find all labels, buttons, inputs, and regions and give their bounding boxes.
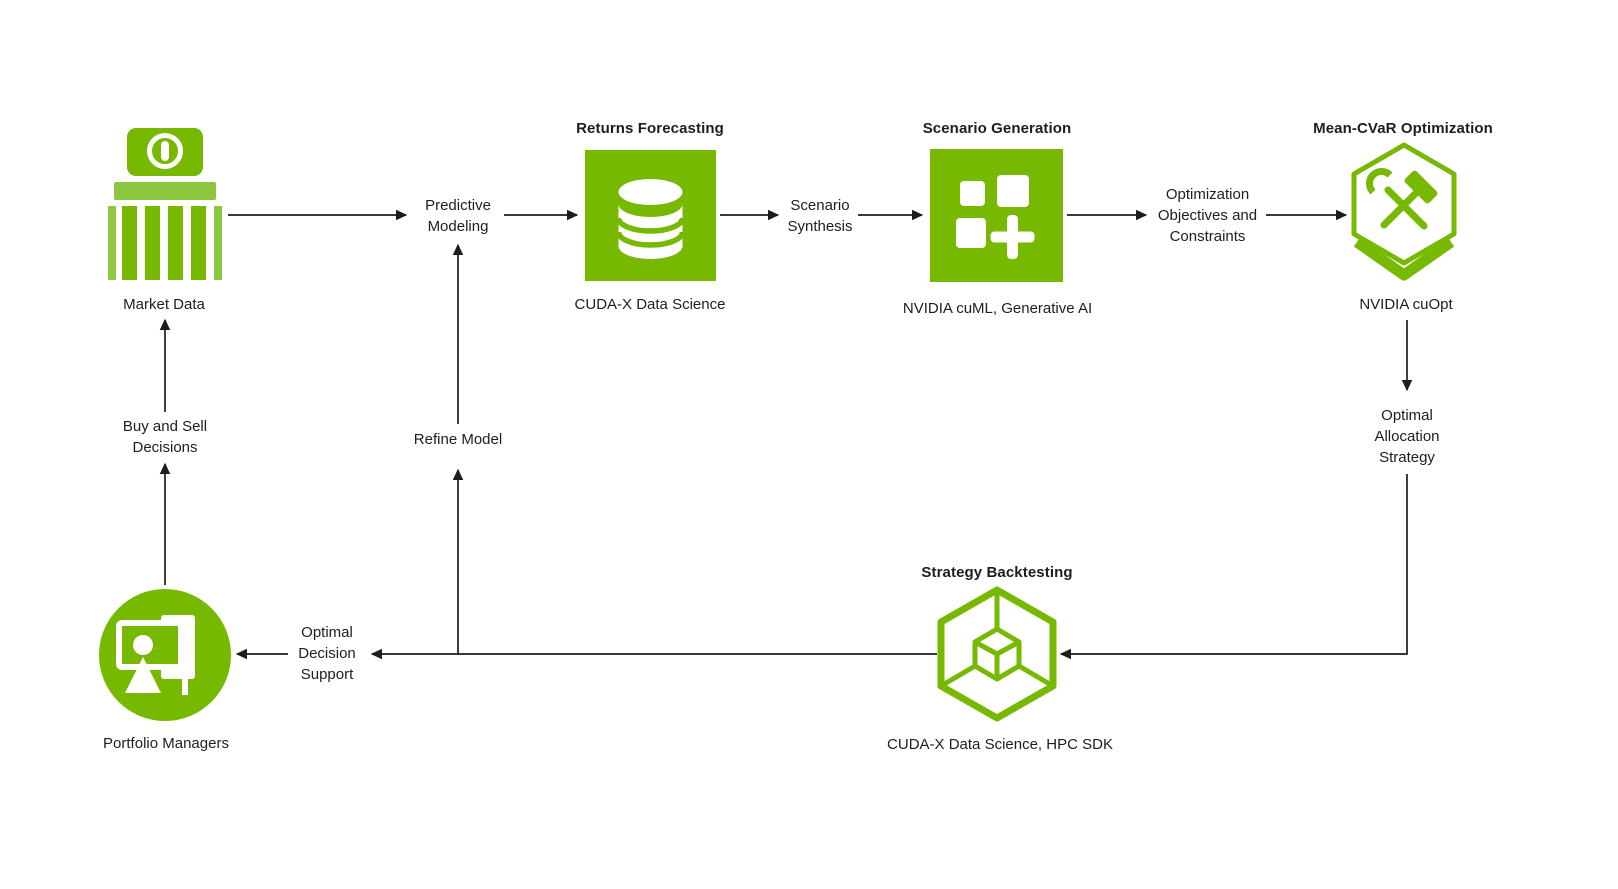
scenario-generation-title: Scenario Generation [922,120,1072,137]
strategy-backtesting-title: Strategy Backtesting [921,564,1073,581]
hexagon-chevron [1353,237,1455,281]
market-data-label: Market Data [123,296,205,313]
hexagon-outline [1351,142,1457,266]
returns-forecasting-platform: CUDA-X Data Science [574,296,726,313]
optimal-decision-support-label: Optimal Decision Support [298,624,356,683]
coin-slot-ring [147,133,183,169]
scenario-generation-platform: NVIDIA cuML, Generative AI [902,300,1093,317]
crossed-tools [1366,168,1438,230]
buy-sell-decisions-label: Buy and Sell Decisions [122,418,208,456]
database-icon [585,150,716,281]
wireframe-cube-icon [937,586,1057,722]
arrow-allocation-to-backtesting [1059,474,1408,660]
returns-forecasting-title: Returns Forecasting [576,120,724,137]
portfolio-managers-label: Portfolio Managers [103,735,229,752]
strategy-backtesting-platform: CUDA-X Data Science, HPC SDK [887,736,1113,753]
person-body [125,657,161,693]
mean-cvar-title: Mean-CVaR Optimization [1313,120,1493,137]
outer-cube [937,586,1057,722]
database-cylinder-top [618,179,683,205]
predictive-modeling-label: Predictive Modeling [425,197,491,235]
refine-model-label: Refine Model [413,431,503,448]
optimization-objectives-label: Optimization Objectives and Constraints [1157,186,1258,245]
person-head [133,635,153,655]
scenario-synthesis-label: Scenario Synthesis [787,197,853,235]
mean-cvar-platform: NVIDIA cuOpt [1359,296,1453,313]
hexagon-tools-icon [1351,142,1457,281]
optimal-allocation-label: Optimal Allocation Strategy [1374,407,1440,466]
presenter-icon [99,589,231,721]
bank-building-icon [108,128,222,280]
squares-plus-icon [930,149,1063,282]
